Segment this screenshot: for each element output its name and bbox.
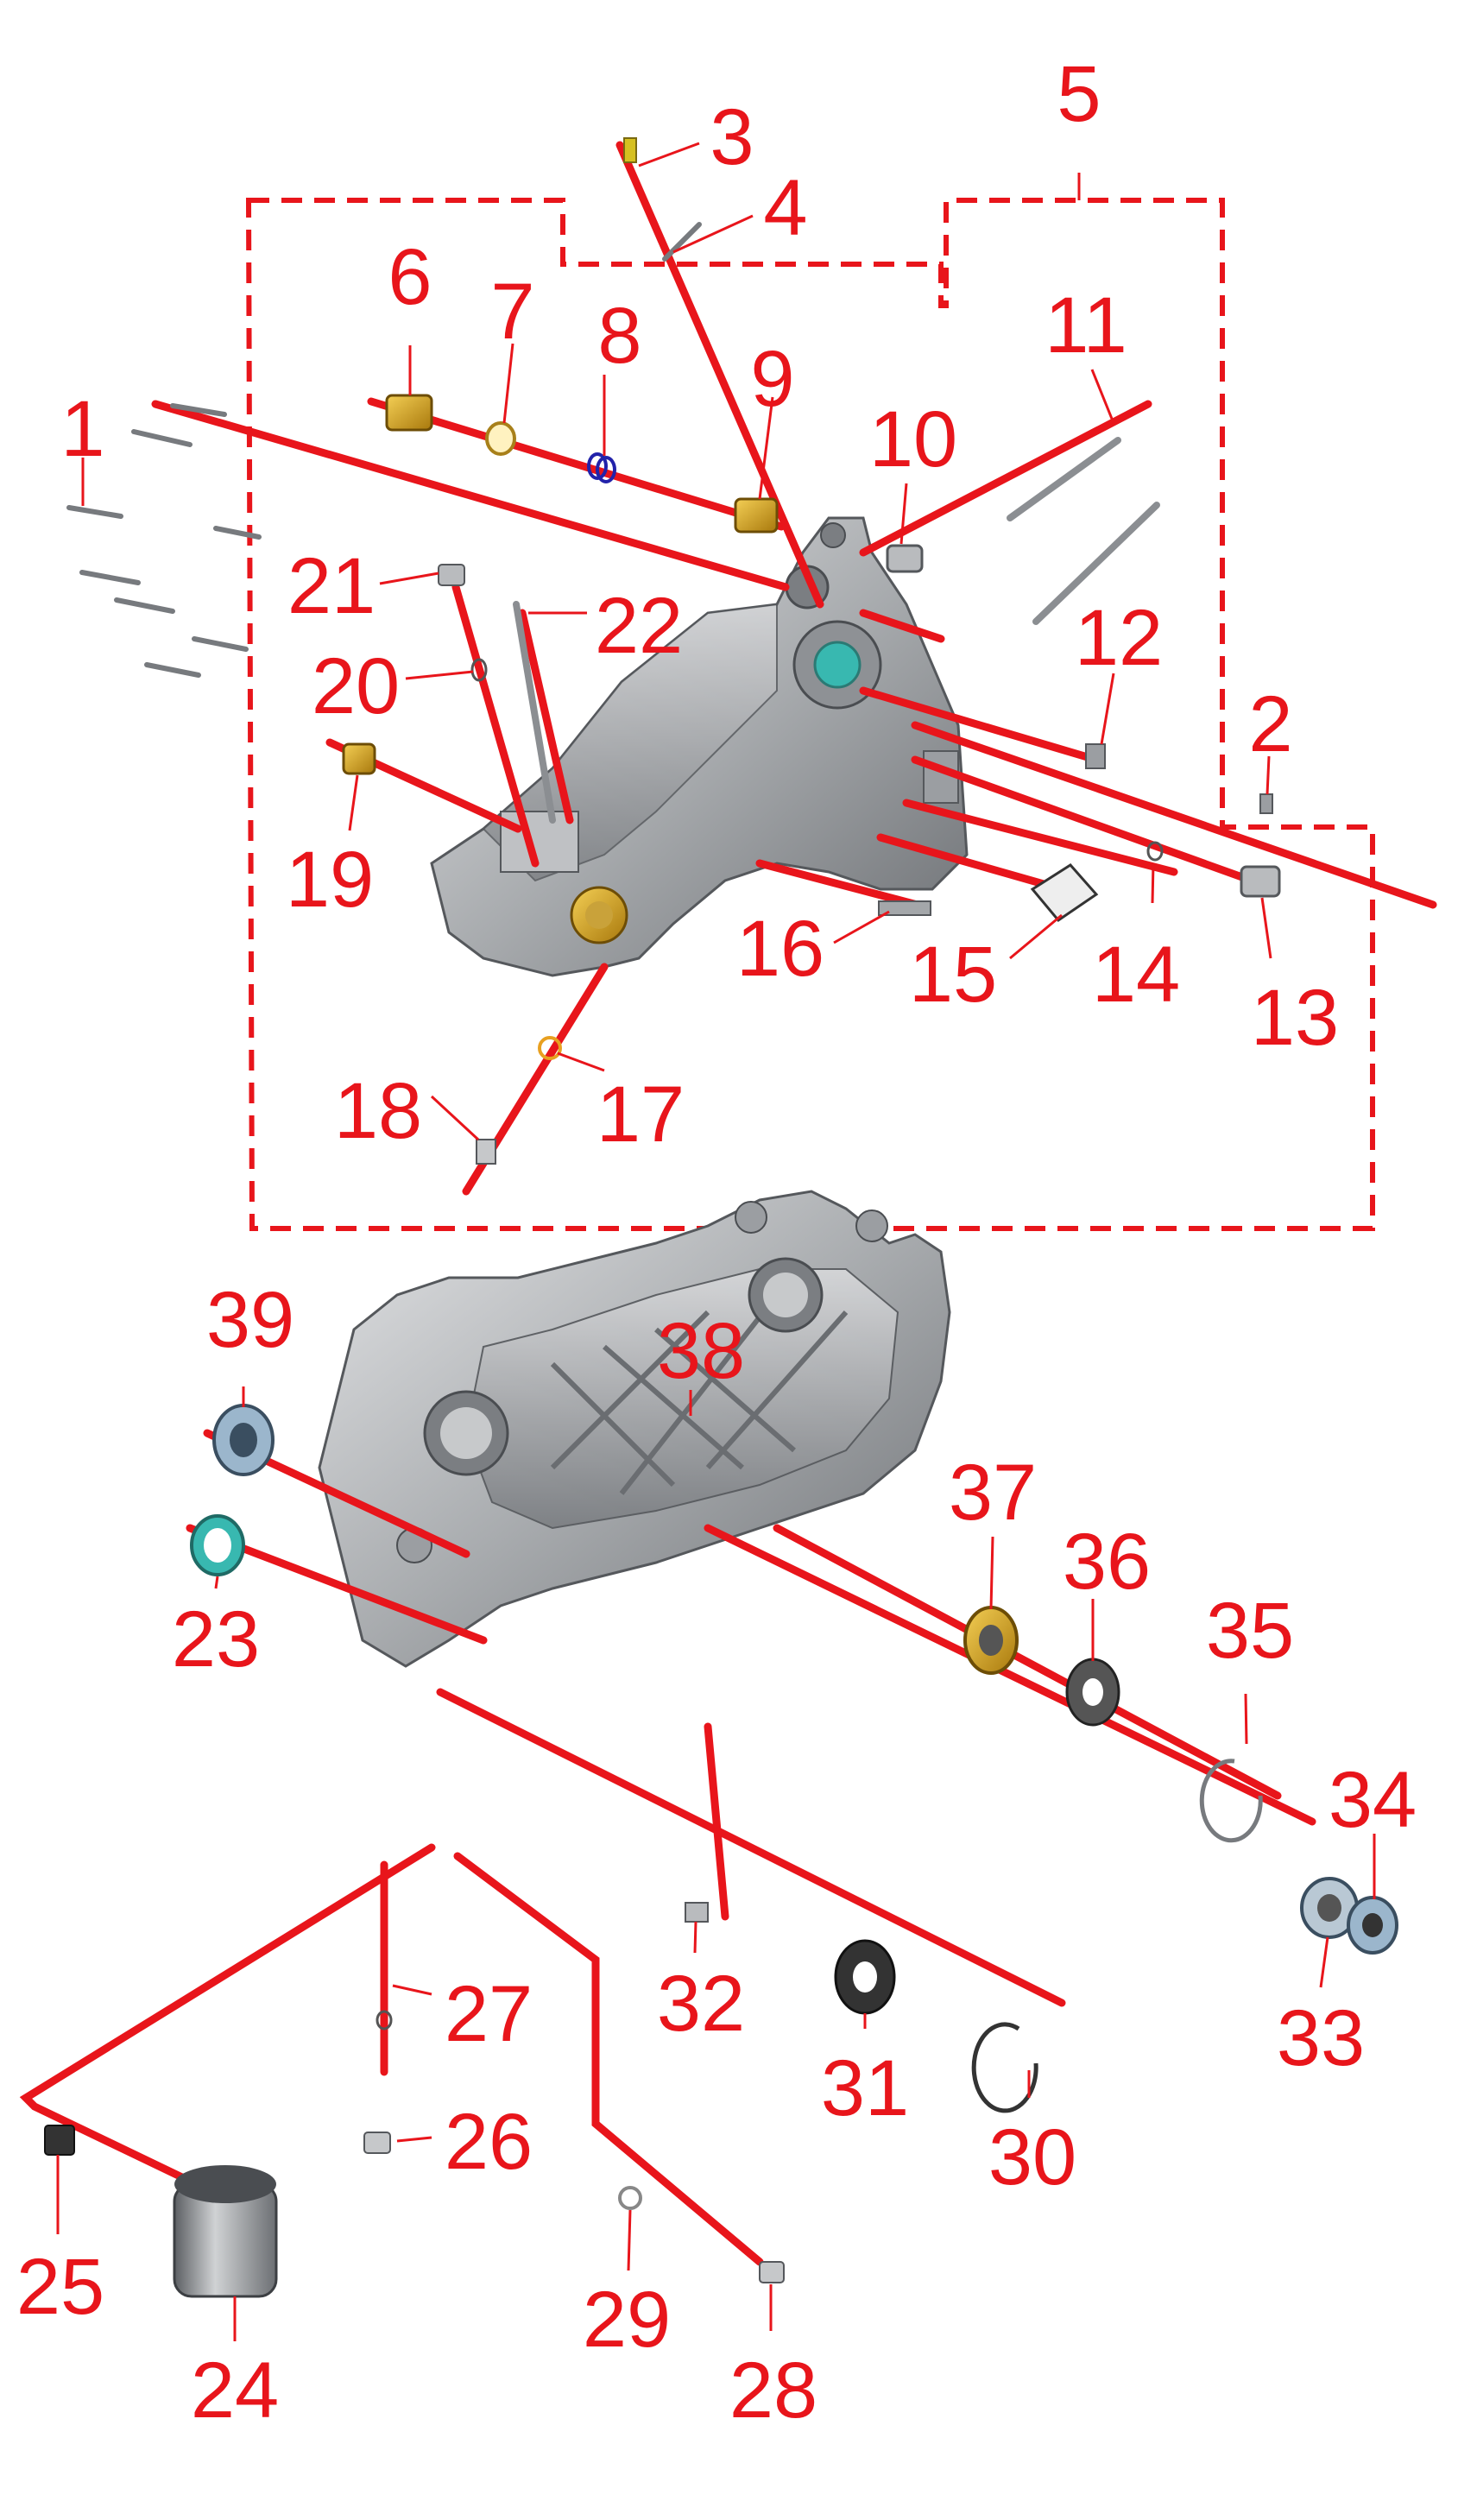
callout-22: 22	[595, 582, 683, 670]
part-2-screw	[1259, 793, 1273, 814]
part-3-pin	[623, 137, 637, 163]
bolts-left	[66, 403, 262, 678]
callout-17: 17	[596, 1071, 685, 1159]
assembly-group-outline	[245, 198, 1375, 1231]
part-19-bushing	[342, 742, 376, 775]
callout-32: 32	[657, 1960, 745, 2048]
callout-numbers: 1 2 3 4 5 6 7 8 9 10 11 12 13 14 15 16 1…	[16, 50, 1417, 2435]
part-35-circlip	[1199, 1759, 1263, 1843]
callout-37: 37	[949, 1449, 1037, 1537]
callout-39: 39	[206, 1276, 294, 1364]
part-29-oring	[618, 2186, 642, 2210]
part-28-plug	[759, 2261, 785, 2283]
part-37-seal	[963, 1606, 1019, 1675]
part-11-studs	[1007, 437, 1160, 625]
callout-23: 23	[172, 1595, 260, 1683]
callout-5: 5	[1057, 50, 1101, 138]
part-33-bearing	[1300, 1877, 1359, 1939]
callout-3: 3	[710, 93, 754, 181]
part-22-stud	[513, 601, 556, 824]
callout-21: 21	[287, 542, 376, 630]
callout-2: 2	[1248, 680, 1292, 768]
callout-7: 7	[490, 268, 534, 356]
callout-10: 10	[869, 395, 957, 483]
callout-28: 28	[729, 2346, 817, 2435]
part-10-dowel	[886, 544, 924, 573]
part-4-pin	[662, 222, 702, 262]
callout-12: 12	[1075, 594, 1163, 682]
callout-34: 34	[1329, 1756, 1417, 1844]
callout-4: 4	[763, 164, 807, 252]
part-9-bushing	[734, 497, 779, 534]
callout-36: 36	[1063, 1518, 1151, 1606]
callout-33: 33	[1277, 1994, 1365, 2082]
callout-1: 1	[60, 385, 104, 473]
callout-13: 13	[1251, 974, 1339, 1062]
callout-38: 38	[657, 1307, 745, 1395]
callout-16: 16	[736, 905, 824, 993]
callout-18: 18	[334, 1067, 422, 1155]
part-8-oring	[587, 452, 616, 483]
part-25-fitting	[44, 2125, 75, 2156]
callout-9: 9	[750, 335, 794, 423]
callout-20: 20	[312, 642, 400, 730]
callout-26: 26	[445, 2098, 533, 2186]
part-17-oring	[538, 1036, 562, 1060]
part-14-oring	[1146, 841, 1164, 862]
callout-14: 14	[1092, 931, 1180, 1019]
part-18-plug	[476, 1139, 496, 1165]
callout-19: 19	[286, 836, 374, 924]
part-27-oring	[376, 2010, 393, 2031]
part-7-washer	[485, 421, 516, 456]
part-36-washer	[1065, 1658, 1120, 1727]
part-15-gasket	[1030, 863, 1099, 923]
part-31-washer	[834, 1939, 896, 2015]
part-23-seal	[190, 1514, 245, 1576]
part-12-bolt	[1085, 743, 1106, 769]
callout-ticks	[56, 142, 1376, 2341]
callout-35: 35	[1206, 1587, 1294, 1675]
part-24-oil-filter	[173, 2165, 278, 2298]
part-16-pin	[878, 900, 931, 916]
callout-6: 6	[388, 233, 432, 321]
callout-31: 31	[821, 2044, 909, 2132]
callout-15: 15	[909, 931, 997, 1019]
callout-30: 30	[988, 2113, 1076, 2201]
callout-11: 11	[1045, 281, 1127, 369]
part-20-oring	[470, 658, 488, 682]
callout-25: 25	[16, 2243, 104, 2331]
leader-lines	[19, 141, 1437, 2266]
callout-24: 24	[191, 2346, 279, 2435]
part-30-circlip	[971, 2022, 1038, 2113]
callout-27: 27	[445, 1970, 533, 2058]
part-21-fitting	[438, 564, 465, 586]
part-32-bolt	[685, 1902, 709, 1923]
part-6-bushing	[385, 394, 433, 432]
lower-crankcase-housing	[318, 1190, 951, 1668]
part-26-bolt	[363, 2132, 391, 2154]
callout-8: 8	[597, 292, 641, 380]
part-13-fitting	[1240, 865, 1281, 898]
callout-29: 29	[583, 2276, 671, 2364]
part-34-bearing	[1347, 1896, 1398, 1955]
part-39-bearing	[212, 1404, 275, 1476]
upper-crankcase-housing	[430, 516, 969, 977]
